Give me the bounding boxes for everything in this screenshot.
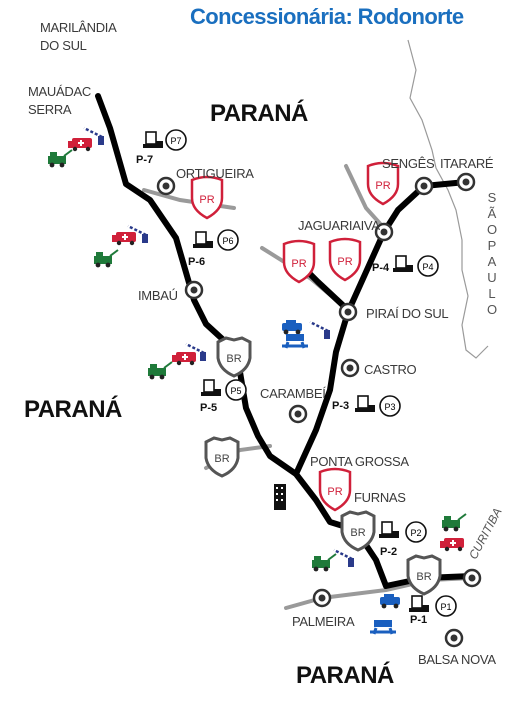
pr-shield-icon: PR bbox=[282, 239, 316, 284]
br-shield-text: BR bbox=[416, 571, 431, 583]
ambulance-icon bbox=[112, 232, 136, 246]
city-marker-icon bbox=[374, 222, 394, 242]
state-label-sao-paulo: SÃO PAULO bbox=[486, 190, 498, 317]
city-marker-icon bbox=[184, 280, 204, 300]
br-shield-text: BR bbox=[214, 453, 229, 465]
toll-badge: P7 bbox=[170, 136, 181, 146]
toll-booth-icon: P6 bbox=[192, 229, 239, 251]
city-marker-icon bbox=[312, 588, 332, 608]
city-label-marilandia-2: DO SUL bbox=[40, 38, 87, 53]
ambulance-icon bbox=[172, 352, 196, 366]
pr-shield-text: PR bbox=[199, 194, 214, 206]
state-label-west: PARANÁ bbox=[24, 396, 122, 423]
br-shield-icon: BR bbox=[406, 554, 442, 596]
city-label-castro: CASTRO bbox=[364, 362, 417, 377]
city-marker-icon bbox=[462, 568, 482, 588]
city-label-jaguariaiva: JAGUARIAIVA bbox=[298, 218, 380, 233]
tow-truck-icon bbox=[147, 361, 173, 381]
city-markers bbox=[156, 172, 482, 648]
city-label-imbau: IMBAÚ bbox=[138, 288, 178, 303]
city-label-marilandia-1: MARILÂNDIA bbox=[40, 20, 117, 35]
toll-booth-icon: P3 bbox=[354, 395, 401, 417]
toll-label-p5: P-5 bbox=[200, 402, 218, 414]
building-icon bbox=[274, 484, 286, 510]
service-cluster-palmeira bbox=[368, 594, 400, 636]
city-label-ortigueira: ORTIGUEIRA bbox=[176, 166, 254, 181]
br-shield-text: BR bbox=[350, 527, 365, 539]
city-label-pirai-do-sul: PIRAÍ DO SUL bbox=[366, 306, 449, 321]
city-label-balsa-nova: BALSA NOVA bbox=[418, 652, 496, 667]
police-car-icon bbox=[282, 320, 302, 335]
tow-truck-icon bbox=[441, 513, 467, 533]
br-shield-icon: BR bbox=[216, 336, 252, 378]
state-label-north: PARANÁ bbox=[210, 100, 308, 127]
city-label-mauadac-2: SERRA bbox=[28, 102, 72, 117]
city-label-carambei: CARAMBEÍ bbox=[260, 386, 326, 401]
service-cluster-pirai bbox=[280, 320, 332, 350]
city-label-itarare: ITARARÉ bbox=[440, 156, 494, 171]
toll-label-p3: P-3 bbox=[332, 400, 350, 412]
toll-booth-icon: P1 bbox=[408, 595, 457, 617]
pr-shield-icon: PR bbox=[190, 175, 224, 220]
toll-badge: P4 bbox=[422, 262, 433, 272]
pr-shield-text: PR bbox=[327, 486, 342, 498]
city-label-furnas: FURNAS bbox=[354, 490, 406, 505]
service-cluster-north bbox=[47, 126, 106, 169]
toll-booth-icon: P5 bbox=[200, 379, 247, 401]
pr-shield-text: PR bbox=[337, 256, 352, 268]
pr-shield-text: PR bbox=[291, 258, 306, 270]
city-marker-icon bbox=[338, 302, 358, 322]
city-marker-icon bbox=[156, 176, 176, 196]
city-label-ponta-grossa: PONTA GROSSA bbox=[310, 454, 409, 469]
br-shield-icon: BR bbox=[204, 436, 240, 478]
tow-truck-icon bbox=[93, 249, 119, 269]
service-cluster-imbau bbox=[147, 342, 208, 381]
toll-booth-icon: P4 bbox=[392, 255, 439, 277]
ambulance-icon bbox=[68, 138, 92, 152]
toll-label-p2: P-2 bbox=[380, 546, 398, 558]
tow-truck-icon bbox=[47, 149, 73, 169]
police-car-icon bbox=[380, 594, 400, 609]
toll-label-p1: P-1 bbox=[410, 614, 428, 626]
city-label-mauadac-1: MAUÁDAC bbox=[28, 84, 91, 99]
city-label-palmeira: PALMEIRA bbox=[292, 614, 355, 629]
service-cluster-middle bbox=[93, 224, 150, 269]
br-shield-text: BR bbox=[226, 353, 241, 365]
city-marker-icon bbox=[288, 404, 308, 424]
pr-shield-text: PR bbox=[375, 180, 390, 192]
br-shield-icon: BR bbox=[340, 510, 376, 552]
toll-label-p7: P-7 bbox=[136, 154, 154, 166]
service-cluster-curitiba bbox=[440, 513, 467, 552]
ambulance-icon bbox=[440, 538, 464, 552]
service-cluster-furnas bbox=[311, 548, 356, 573]
pr-shield-icon: PR bbox=[318, 467, 352, 512]
toll-badge: P5 bbox=[230, 386, 241, 396]
police-car-icon bbox=[280, 332, 310, 350]
toll-booth-icon: P2 bbox=[378, 521, 427, 543]
toll-label-p4: P-4 bbox=[372, 262, 390, 274]
tow-truck-icon bbox=[311, 553, 337, 573]
pr-shield-icon: PR bbox=[366, 161, 400, 206]
toll-label-p6: P-6 bbox=[188, 256, 206, 268]
page-title: Concessionária: Rodonorte bbox=[190, 4, 464, 29]
pr-shield-icon: PR bbox=[328, 237, 362, 282]
state-label-south: PARANÁ bbox=[296, 662, 394, 689]
toll-badge: P2 bbox=[410, 528, 421, 538]
city-marker-icon bbox=[414, 176, 434, 196]
toll-badge: P1 bbox=[440, 602, 451, 612]
service-gate-icon bbox=[332, 548, 356, 569]
service-gate-icon bbox=[308, 320, 332, 341]
city-marker-icon bbox=[456, 172, 476, 192]
police-car-icon bbox=[368, 618, 398, 636]
state-border bbox=[407, 39, 489, 359]
city-marker-icon bbox=[444, 628, 464, 648]
city-label-senges: SENGÊS bbox=[382, 156, 435, 171]
toll-badge: P3 bbox=[384, 402, 395, 412]
toll-badge: P6 bbox=[222, 236, 233, 246]
city-marker-icon bbox=[340, 358, 360, 378]
toll-booth-icon: P7 bbox=[142, 129, 187, 151]
